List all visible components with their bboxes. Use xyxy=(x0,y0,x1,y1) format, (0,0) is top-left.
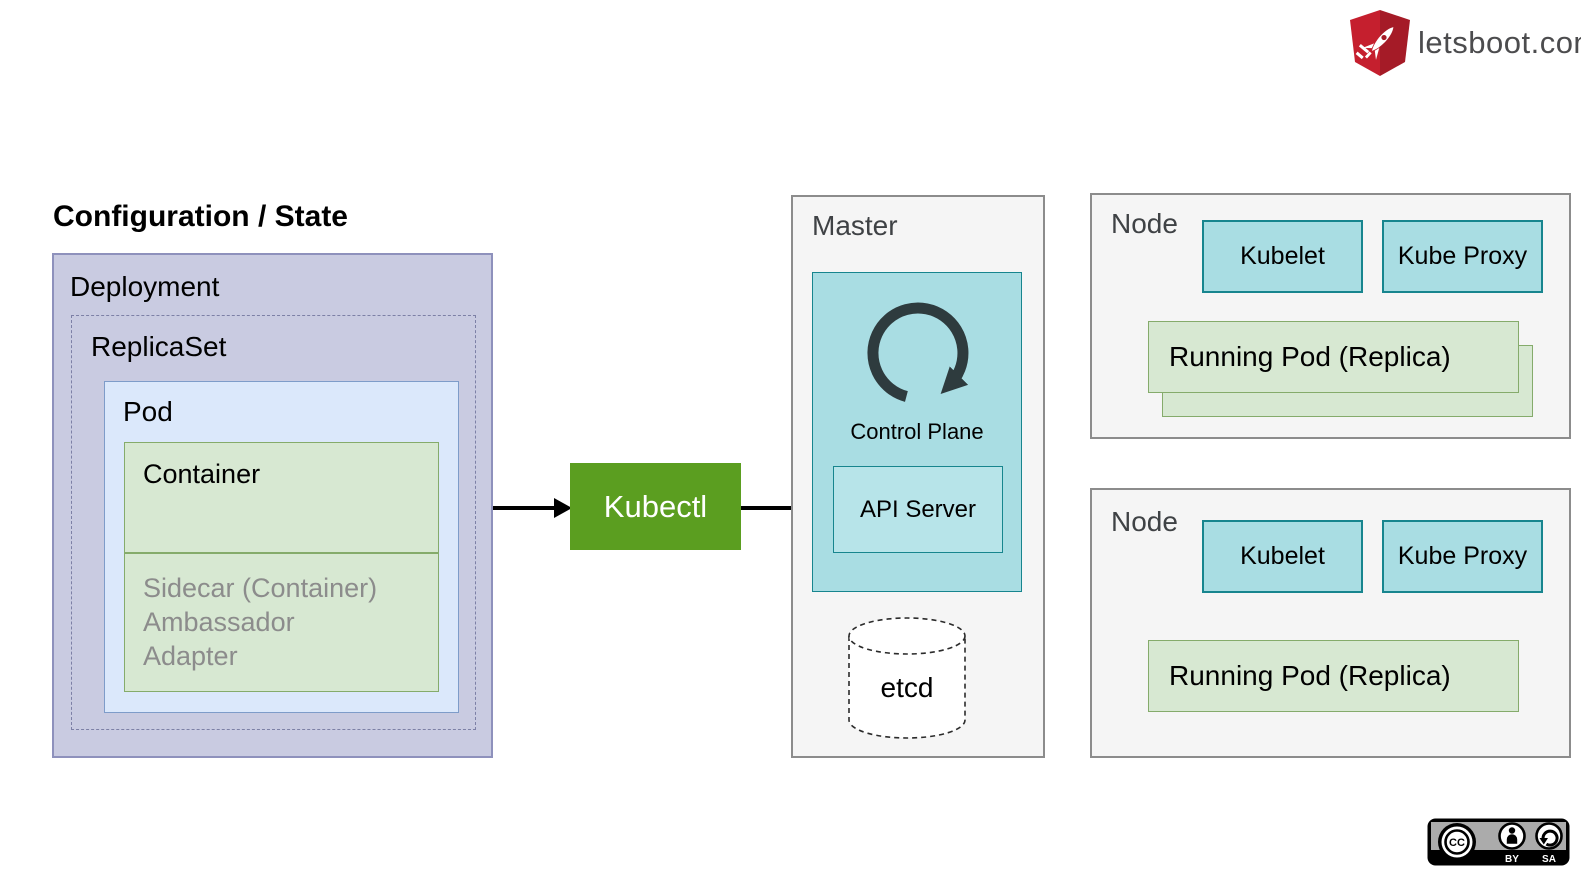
deployment-box: Deployment ReplicaSet Pod Container Side… xyxy=(52,253,493,758)
master-panel: Master Control Plane API Server etc xyxy=(791,195,1045,758)
node-2-running-pod-box: Running Pod (Replica) xyxy=(1148,640,1519,712)
adapter-line: Adapter xyxy=(143,641,238,671)
config-state-title: Configuration / State xyxy=(53,200,348,233)
kubelet-label: Kubelet xyxy=(1240,242,1325,270)
letsboot-logo: letsboot.com xyxy=(1350,8,1581,78)
node-1-kube-proxy-box: Kube Proxy xyxy=(1382,220,1543,293)
node-1-running-pod-box: Running Pod (Replica) xyxy=(1148,321,1519,393)
kubelet-label: Kubelet xyxy=(1240,542,1325,570)
letsboot-shield-icon xyxy=(1350,10,1410,76)
pod-label: Pod xyxy=(123,396,173,427)
cc-by-sa-icon: CC BY SA xyxy=(1427,818,1570,866)
node-2-kubelet-box: Kubelet xyxy=(1202,520,1363,593)
replicaset-label: ReplicaSet xyxy=(91,331,227,362)
running-pod-label: Running Pod (Replica) xyxy=(1169,660,1451,691)
kube-proxy-label: Kube Proxy xyxy=(1397,242,1528,270)
etcd-store: etcd xyxy=(847,614,967,742)
cc-icon: CC xyxy=(1438,823,1476,861)
attribution-icon xyxy=(1498,822,1526,850)
kubectl-label: Kubectl xyxy=(603,488,708,524)
kube-proxy-label: Kube Proxy xyxy=(1397,542,1528,570)
arrowhead-deployment-to-kubectl xyxy=(554,498,572,518)
control-plane-box: Control Plane API Server xyxy=(812,272,1022,592)
deployment-label: Deployment xyxy=(70,271,220,302)
svg-text:BY: BY xyxy=(1505,854,1519,865)
node-1-label: Node xyxy=(1111,208,1178,239)
api-server-label: API Server xyxy=(859,495,977,523)
node-2-kube-proxy-box: Kube Proxy xyxy=(1382,520,1543,593)
container-box: Container xyxy=(124,442,439,553)
ambassador-line: Ambassador xyxy=(143,607,295,637)
etcd-cylinder-icon xyxy=(848,617,966,739)
kubectl-box: Kubectl xyxy=(570,463,741,550)
master-label: Master xyxy=(812,210,898,241)
replicaset-box: ReplicaSet Pod Container Sidecar (Contai… xyxy=(71,315,476,730)
svg-text:CC: CC xyxy=(1449,837,1465,849)
container-label: Container xyxy=(143,459,261,489)
sidecar-box: Sidecar (Container) Ambassador Adapter xyxy=(124,553,439,692)
letsboot-text: letsboot.com xyxy=(1418,25,1581,60)
etcd-label: etcd xyxy=(880,672,934,703)
arrow-deployment-to-kubectl xyxy=(493,506,556,510)
control-plane-label: Control Plane xyxy=(850,419,984,444)
control-plane-refresh-icon xyxy=(867,302,969,402)
pod-box: Pod Container Sidecar (Container) Ambass… xyxy=(104,381,459,713)
node-panel-2: Node Kubelet Kube Proxy Running Pod (Rep… xyxy=(1090,488,1571,758)
node-panel-1: Node Kubelet Kube Proxy Running Pod (Rep… xyxy=(1090,193,1571,439)
svg-text:SA: SA xyxy=(1542,854,1556,865)
cc-by-sa-badge: CC BY SA xyxy=(1427,818,1570,866)
node-1-kubelet-box: Kubelet xyxy=(1202,220,1363,293)
running-pod-label: Running Pod (Replica) xyxy=(1169,341,1451,372)
arrow-kubectl-to-apiserver xyxy=(741,506,811,510)
node-2-label: Node xyxy=(1111,506,1178,537)
sidecar-line: Sidecar (Container) xyxy=(143,573,378,603)
api-server-box: API Server xyxy=(833,466,1003,553)
share-alike-icon xyxy=(1535,822,1563,850)
